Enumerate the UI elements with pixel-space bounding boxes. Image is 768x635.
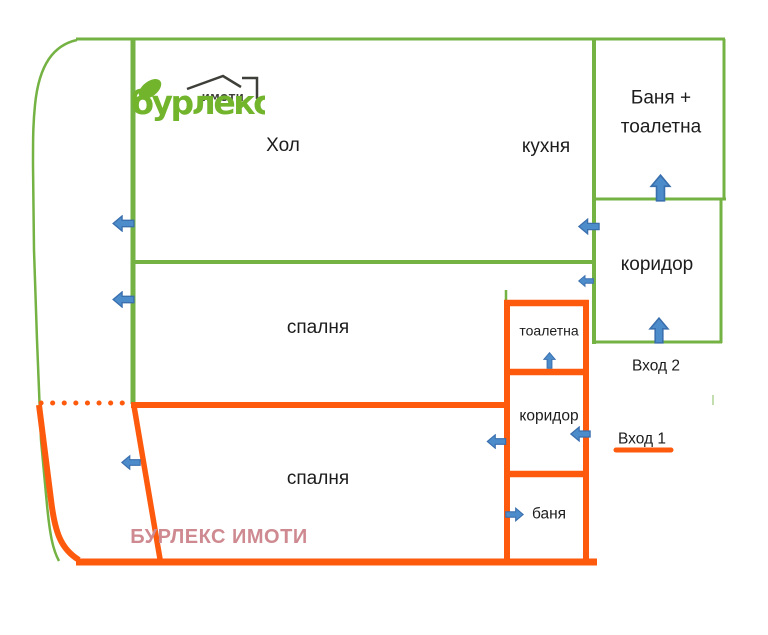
bedroom2-outer-door-arrow-icon — [121, 455, 141, 470]
bedroom2-door-arrow-icon — [486, 434, 507, 449]
bedroom2-inner-slant-wall — [131, 405, 163, 560]
toilet-door-arrow-icon — [543, 352, 556, 369]
leaf-icon — [138, 79, 162, 99]
kitchen-door-arrow-icon — [578, 218, 600, 235]
outer-curved-wall — [31, 38, 78, 562]
bedroom2-outer-slant-wall — [36, 404, 81, 563]
house-wall-icon — [242, 76, 259, 99]
burlex-logo: ИМОТИ бурлекс — [131, 74, 265, 122]
logo-tagline: ИМОТИ — [202, 93, 244, 104]
logo-name: бурлекс — [131, 83, 265, 122]
corridor-upper-door-arrow-icon — [578, 275, 594, 287]
bath-toilet-door-arrow-icon — [650, 174, 671, 202]
house-roof-icon — [186, 74, 242, 91]
orange-walls — [36, 299, 674, 566]
entrance2-arrow-icon — [649, 317, 669, 344]
